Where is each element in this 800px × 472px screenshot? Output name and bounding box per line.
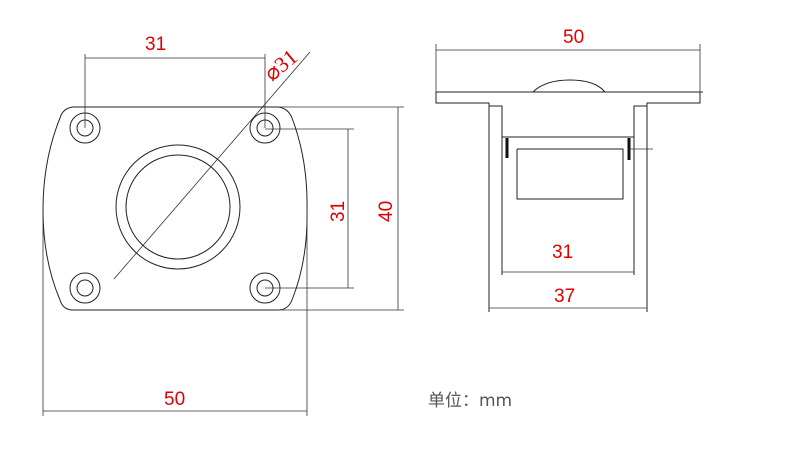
front-view: 31 ⌀31 31 40 50 bbox=[42, 34, 404, 416]
dimension-label: 40 bbox=[376, 201, 397, 222]
center-bore-inner bbox=[125, 154, 231, 260]
dimension-height: 40 bbox=[280, 106, 404, 311]
dimension-label: 31 bbox=[328, 201, 349, 222]
dimension-outer-width: 37 bbox=[489, 286, 647, 309]
flange-and-body-outline bbox=[435, 91, 703, 312]
unit-label: 单位：mm bbox=[428, 391, 512, 411]
dimension-label: 50 bbox=[164, 389, 185, 410]
dimension-label: ⌀31 bbox=[259, 44, 302, 86]
mounting-hole bbox=[69, 272, 101, 304]
dimension-label: 31 bbox=[552, 242, 573, 263]
dimension-hole-spacing-horizontal: 31 bbox=[84, 34, 266, 128]
dimension-label: 31 bbox=[145, 34, 166, 55]
mounting-hole-inner bbox=[76, 279, 94, 297]
dimension-inner-width: 31 bbox=[502, 242, 634, 273]
dimension-label: 50 bbox=[563, 27, 584, 48]
dome bbox=[532, 79, 606, 93]
dimension-hole-spacing-vertical: 31 bbox=[265, 128, 354, 289]
dimension-flange-width: 50 bbox=[435, 27, 701, 100]
inner-cavity bbox=[516, 148, 624, 200]
mounting-plate-outline bbox=[42, 106, 308, 311]
dimension-diameter: ⌀31 bbox=[113, 44, 311, 280]
center-bore-outer bbox=[115, 144, 241, 270]
dimension-label: 37 bbox=[554, 286, 575, 307]
dimension-width: 50 bbox=[42, 210, 308, 416]
side-view: 50 31 37 bbox=[435, 27, 703, 312]
body-inner-walls bbox=[489, 105, 647, 275]
